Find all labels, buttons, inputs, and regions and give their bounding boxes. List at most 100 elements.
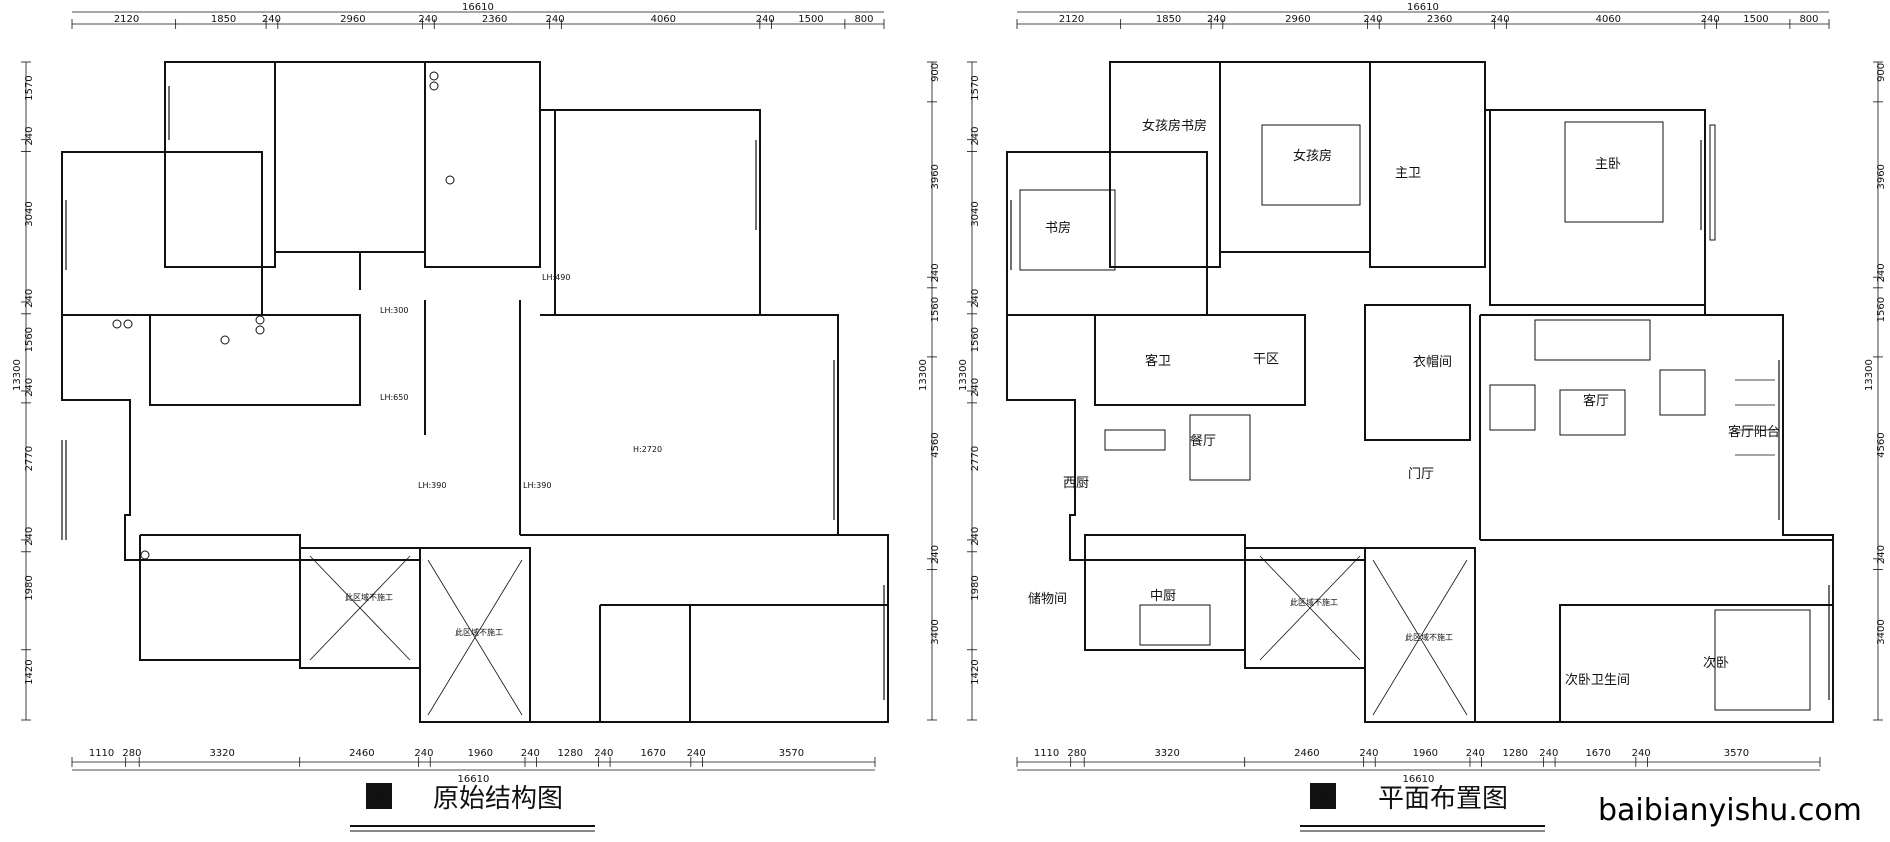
- room-living: 客厅: [1583, 393, 1609, 409]
- right-right-dim-2: 240: [1876, 263, 1887, 282]
- right-top-dim-6: 240: [1490, 14, 1509, 25]
- right-left-dim-0: 1570: [970, 75, 981, 100]
- room-dry-area: 干区: [1253, 352, 1279, 367]
- lh-label-2: LH:300: [380, 306, 408, 315]
- left-bottom-total: 16610: [458, 774, 490, 785]
- left-right-dim-0: 900: [930, 63, 941, 82]
- right-right-total: 13300: [1864, 359, 1875, 391]
- right-bottom-dim-6: 240: [1466, 748, 1485, 759]
- left-top-dim-2: 240: [262, 14, 281, 25]
- left-top-dim-9: 1500: [798, 14, 823, 25]
- left-bottom-dim-5: 1960: [468, 748, 493, 759]
- left-top-dim-7: 4060: [651, 14, 676, 25]
- left-title-block: ⊗ 原始结构图: [350, 783, 595, 832]
- room-girl-study: 女孩房书房: [1142, 118, 1207, 134]
- left-plan-labels: LH:490 LH:300 LH:650 H:2720 LH:390 LH:39…: [345, 273, 662, 637]
- room-cloakroom: 衣帽间: [1413, 354, 1452, 370]
- left-right-dim-4: 4560: [930, 432, 941, 457]
- right-left-dim-1: 240: [970, 127, 981, 146]
- left-top-dim-1: 1850: [211, 14, 236, 25]
- right-left-dim-5: 240: [970, 378, 981, 397]
- left-right-dim-1: 3960: [930, 164, 941, 189]
- right-no-construction-1: 此区域不施工: [1290, 597, 1338, 607]
- right-left-total: 13300: [958, 359, 969, 391]
- left-left-dim-9: 1420: [24, 659, 35, 684]
- room-master-bedroom: 主卧: [1595, 157, 1621, 172]
- left-left-dim-3: 240: [24, 289, 35, 308]
- room-master-bath: 主卫: [1395, 166, 1421, 181]
- right-top-dim-0: 2120: [1059, 14, 1084, 25]
- right-plan-title: 平面布置图: [1378, 784, 1508, 814]
- right-bottom-dim-0: 1110: [1034, 748, 1059, 759]
- right-bottom-dim-9: 1670: [1585, 748, 1610, 759]
- right-top-dim-3: 2960: [1285, 14, 1310, 25]
- left-top-dim-5: 2360: [482, 14, 507, 25]
- left-right-dim-2: 240: [930, 263, 941, 282]
- right-left-dim-2: 3040: [970, 201, 981, 226]
- left-title-symbol: [366, 783, 392, 809]
- height-label: H:2720: [633, 445, 662, 454]
- left-top-total: 16610: [462, 2, 494, 13]
- left-left-dim-5: 240: [24, 378, 35, 397]
- right-bottom-dim-1: 280: [1067, 748, 1086, 759]
- right-left-dim-9: 1420: [970, 659, 981, 684]
- left-bottom-dim-3: 2460: [349, 748, 374, 759]
- room-guest-bath: 客卫: [1145, 353, 1171, 369]
- right-right-dim-3: 1560: [1876, 297, 1887, 322]
- right-top-dim-2: 240: [1207, 14, 1226, 25]
- right-left-dim-4: 1560: [970, 327, 981, 352]
- left-right-total: 13300: [918, 359, 929, 391]
- right-plan-walls: [1006, 61, 1834, 723]
- left-left-dim-1: 240: [24, 127, 35, 146]
- right-left-dim-8: 1980: [970, 575, 981, 600]
- watermark-text: baibianyishu.com: [1598, 793, 1862, 828]
- left-bottom-dim-9: 1670: [640, 748, 665, 759]
- right-top-dim-7: 4060: [1596, 14, 1621, 25]
- room-dining: 餐厅: [1190, 433, 1216, 449]
- right-title-block: ⊗ 平面布置图: [1300, 783, 1545, 832]
- left-plan-walls: [61, 61, 889, 723]
- right-bottom-dim-10: 240: [1632, 748, 1651, 759]
- room-second-bath: 次卧卫生间: [1565, 672, 1630, 688]
- left-bottom-dim-11: 3570: [779, 748, 804, 759]
- right-bottom-dim-2: 3320: [1154, 748, 1179, 759]
- room-girl: 女孩房: [1293, 148, 1332, 164]
- room-storage: 储物间: [1028, 592, 1067, 607]
- right-bottom-dim-11: 3570: [1724, 748, 1749, 759]
- room-western-kitchen: 西厨: [1063, 476, 1089, 491]
- right-right-dim-5: 240: [1876, 545, 1887, 564]
- right-no-construction-2: 此区域不施工: [1405, 632, 1453, 642]
- lh-label-5: LH:390: [523, 481, 551, 490]
- left-top-dim-10: 800: [854, 14, 873, 25]
- dimension-annotations: 16610 2120 1850 240 2960 240 2360 240 4060 240 150…: [12, 2, 1887, 785]
- right-top-dim-1: 1850: [1156, 14, 1181, 25]
- left-bottom-dim-10: 240: [687, 748, 706, 759]
- right-bottom-dim-4: 240: [1359, 748, 1378, 759]
- left-bottom-dim-4: 240: [414, 748, 433, 759]
- right-right-dim-4: 4560: [1876, 432, 1887, 457]
- left-left-dim-7: 240: [24, 527, 35, 546]
- right-title-symbol-glyph: ⊗: [1314, 787, 1329, 808]
- right-right-dim-6: 3400: [1876, 619, 1887, 644]
- right-plan-room-labels: 女孩房书房 女孩房 主卫 主卧 书房 客卫 干区 衣帽间 客厅 客厅阳台 餐厅 …: [1028, 118, 1780, 688]
- right-bottom-dim-7: 1280: [1503, 748, 1528, 759]
- right-top-total: 16610: [1407, 2, 1439, 13]
- room-second-bedroom: 次卧: [1703, 655, 1729, 671]
- right-bottom-dim-3: 2460: [1294, 748, 1319, 759]
- right-left-dim-3: 240: [970, 289, 981, 308]
- right-right-dim-1: 3960: [1876, 164, 1887, 189]
- no-construction-label-2: 此区域不施工: [455, 627, 503, 637]
- left-plan-title: 原始结构图: [433, 784, 563, 814]
- no-construction-label-1: 此区域不施工: [345, 592, 393, 602]
- left-left-total: 13300: [12, 359, 23, 391]
- left-right-dim-3: 1560: [930, 297, 941, 322]
- left-left-dim-2: 3040: [24, 201, 35, 226]
- left-left-dim-6: 2770: [24, 446, 35, 471]
- right-left-dim-7: 240: [970, 527, 981, 546]
- left-bottom-dim-1: 280: [122, 748, 141, 759]
- left-left-dim-8: 1980: [24, 575, 35, 600]
- right-bottom-total: 16610: [1403, 774, 1435, 785]
- left-bottom-dim-7: 1280: [558, 748, 583, 759]
- left-left-dim-0: 1570: [24, 75, 35, 100]
